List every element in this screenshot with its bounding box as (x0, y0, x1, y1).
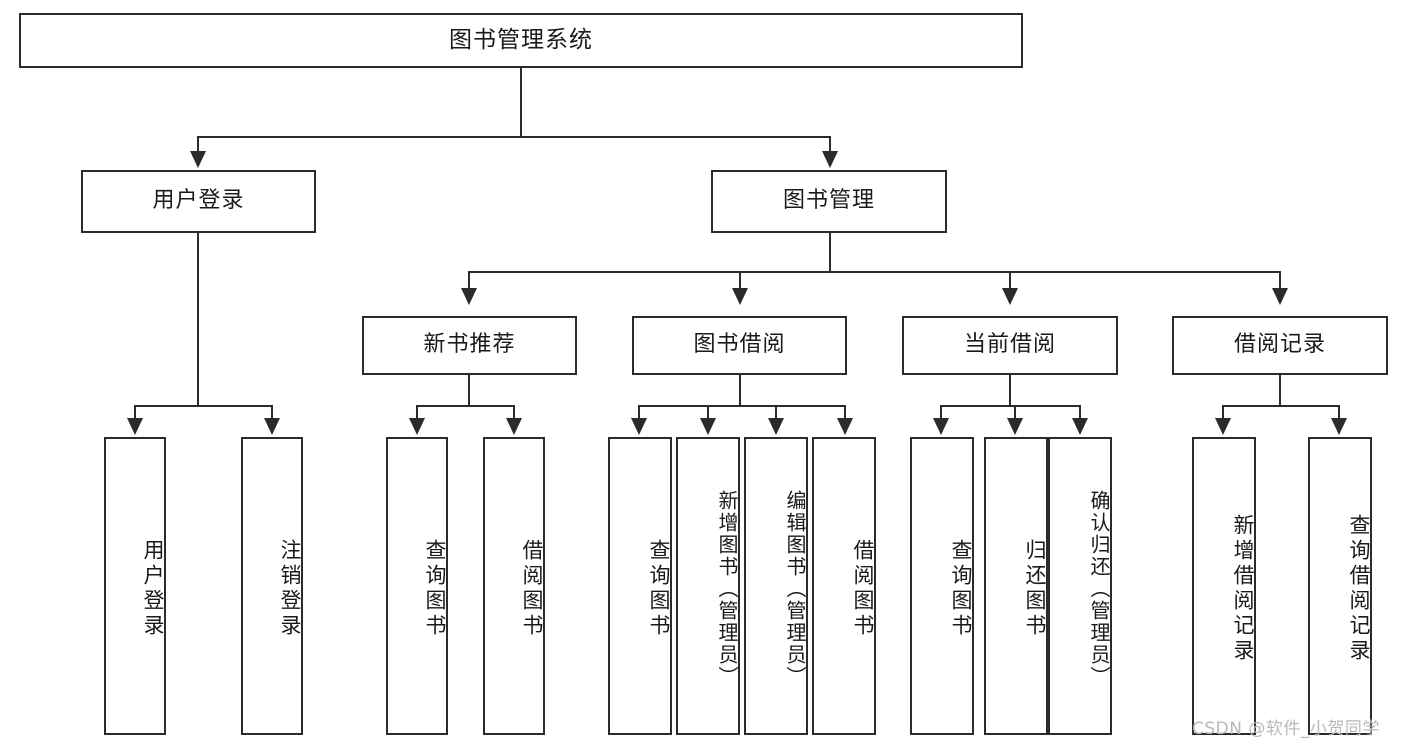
node-leaf-query-book-1[interactable]: 查询图书 (386, 437, 448, 735)
node-leaf-add-book-admin[interactable]: 新增图书（管理员） (676, 437, 740, 735)
arrow-bm-to-borrow-record (1272, 288, 1288, 305)
node-leaf-query-borrow-record-label: 查询借阅记录 (1347, 514, 1371, 664)
node-leaf-query-book-3[interactable]: 查询图书 (910, 437, 974, 735)
connector-cb-to-leaf2 (1014, 405, 1016, 422)
node-leaf-borrow-book-2-label: 借阅图书 (851, 539, 875, 639)
node-borrow-record[interactable]: 借阅记录 (1172, 316, 1388, 375)
arrow-user-login-to-leaf2 (264, 418, 280, 435)
connector-bb-to-leaf1 (638, 405, 640, 422)
arrow-bb-to-leaf2 (700, 418, 716, 435)
connector-root-to-user-login (197, 136, 199, 158)
connector-new-book-bus (416, 405, 515, 407)
node-book-borrow[interactable]: 图书借阅 (632, 316, 847, 375)
node-leaf-logout[interactable]: 注销登录 (241, 437, 303, 735)
connector-new-book-to-leaf2 (513, 405, 515, 422)
node-leaf-query-book-3-label: 查询图书 (949, 539, 973, 639)
connector-bm-to-new-book (468, 271, 470, 291)
node-leaf-return-book[interactable]: 归还图书 (984, 437, 1048, 735)
node-root[interactable]: 图书管理系统 (19, 13, 1023, 68)
node-leaf-user-login[interactable]: 用户登录 (104, 437, 166, 735)
csdn-watermark: CSDN @软件_小贺同学 (1192, 719, 1380, 739)
connector-bb-to-leaf3 (775, 405, 777, 422)
connector-book-borrow-stem (739, 375, 741, 405)
node-new-book-recommend[interactable]: 新书推荐 (362, 316, 577, 375)
node-root-label: 图书管理系统 (449, 26, 593, 53)
arrow-user-login-to-leaf1 (127, 418, 143, 435)
connector-root-stem (520, 68, 522, 136)
connector-new-book-to-leaf1 (416, 405, 418, 422)
arrow-br-to-leaf2 (1331, 418, 1347, 435)
connector-bb-to-leaf2 (707, 405, 709, 422)
node-book-manage[interactable]: 图书管理 (711, 170, 947, 233)
connector-br-to-leaf2 (1338, 405, 1340, 422)
node-user-login[interactable]: 用户登录 (81, 170, 316, 233)
node-leaf-borrow-book-2[interactable]: 借阅图书 (812, 437, 876, 735)
connector-book-manage-stem (829, 233, 831, 271)
connector-root-to-book-manage (829, 136, 831, 158)
node-book-manage-label: 图书管理 (782, 188, 875, 214)
node-leaf-query-book-2[interactable]: 查询图书 (608, 437, 672, 735)
node-current-borrow[interactable]: 当前借阅 (902, 316, 1118, 375)
node-leaf-confirm-return-admin[interactable]: 确认归还（管理员） (1048, 437, 1112, 735)
connector-book-borrow-bus (638, 405, 846, 407)
arrow-root-to-user-login (190, 151, 206, 168)
node-user-login-label: 用户登录 (152, 188, 245, 214)
arrow-new-book-to-leaf1 (409, 418, 425, 435)
connector-new-book-stem (468, 375, 470, 405)
connector-user-login-to-leaf2 (271, 405, 273, 422)
node-leaf-query-book-2-label: 查询图书 (647, 539, 671, 639)
connector-cb-to-leaf3 (1079, 405, 1081, 422)
connector-bm-to-book-borrow (739, 271, 741, 291)
node-leaf-edit-book-admin[interactable]: 编辑图书（管理员） (744, 437, 808, 735)
arrow-bm-to-new-book (461, 288, 477, 305)
connector-bm-to-borrow-record (1279, 271, 1281, 291)
connector-root-bus (197, 136, 831, 138)
node-leaf-return-book-label: 归还图书 (1023, 539, 1047, 639)
node-leaf-confirm-return-admin-label: 确认归还（管理员） (1087, 490, 1111, 688)
arrow-cb-to-leaf3 (1072, 418, 1088, 435)
arrow-cb-to-leaf2 (1007, 418, 1023, 435)
arrow-bb-to-leaf1 (631, 418, 647, 435)
node-leaf-add-borrow-record[interactable]: 新增借阅记录 (1192, 437, 1256, 735)
node-leaf-edit-book-admin-label: 编辑图书（管理员） (783, 490, 807, 688)
connector-bb-to-leaf4 (844, 405, 846, 422)
arrow-root-to-book-manage (822, 151, 838, 168)
connector-bm-to-current-borrow (1009, 271, 1011, 291)
node-leaf-query-book-1-label: 查询图书 (423, 539, 447, 639)
arrow-bm-to-book-borrow (732, 288, 748, 305)
connector-cb-to-leaf1 (940, 405, 942, 422)
connector-book-manage-bus (468, 271, 1280, 273)
arrow-new-book-to-leaf2 (506, 418, 522, 435)
node-leaf-logout-label: 注销登录 (278, 539, 302, 639)
connector-user-login-to-leaf1 (134, 405, 136, 422)
connector-current-borrow-stem (1009, 375, 1011, 405)
arrow-cb-to-leaf1 (933, 418, 949, 435)
arrow-bm-to-current-borrow (1002, 288, 1018, 305)
node-new-book-recommend-label: 新书推荐 (423, 332, 516, 358)
connector-br-to-leaf1 (1222, 405, 1224, 422)
node-leaf-add-borrow-record-label: 新增借阅记录 (1231, 514, 1255, 664)
node-book-borrow-label: 图书借阅 (693, 332, 786, 358)
connector-user-login-stem (197, 233, 199, 405)
node-borrow-record-label: 借阅记录 (1233, 332, 1326, 358)
node-leaf-user-login-label: 用户登录 (141, 539, 165, 639)
connector-borrow-record-bus (1222, 405, 1340, 407)
arrow-br-to-leaf1 (1215, 418, 1231, 435)
connector-current-borrow-bus (940, 405, 1081, 407)
node-current-borrow-label: 当前借阅 (963, 332, 1056, 358)
arrow-bb-to-leaf3 (768, 418, 784, 435)
connector-user-login-bus (134, 405, 272, 407)
node-leaf-query-borrow-record[interactable]: 查询借阅记录 (1308, 437, 1372, 735)
node-leaf-borrow-book-1[interactable]: 借阅图书 (483, 437, 545, 735)
node-leaf-borrow-book-1-label: 借阅图书 (520, 539, 544, 639)
node-leaf-add-book-admin-label: 新增图书（管理员） (715, 490, 739, 688)
arrow-bb-to-leaf4 (837, 418, 853, 435)
connector-borrow-record-stem (1279, 375, 1281, 405)
